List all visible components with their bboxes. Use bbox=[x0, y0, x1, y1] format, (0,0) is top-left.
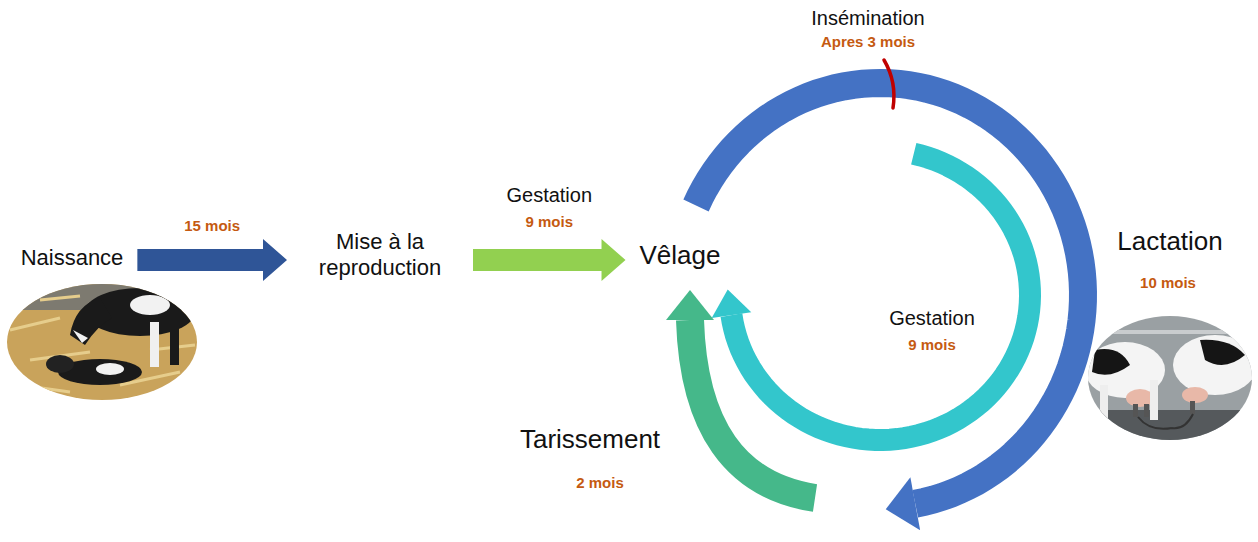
insemination-tick bbox=[884, 60, 894, 108]
dry-period-arc bbox=[690, 320, 815, 498]
stage-text: Naissance bbox=[21, 245, 124, 271]
calf-patch bbox=[96, 363, 124, 375]
cow-leg bbox=[150, 322, 159, 367]
cow-udder bbox=[1182, 387, 1208, 403]
edge-label: Gestation bbox=[506, 183, 592, 207]
gestation-arc bbox=[731, 154, 1030, 440]
cow-body bbox=[1173, 335, 1257, 395]
cow-udder bbox=[1126, 389, 1154, 407]
cow-leg bbox=[1150, 380, 1158, 420]
phase-label: Insémination bbox=[811, 6, 924, 30]
teat-cup bbox=[1133, 404, 1138, 417]
teat-cup bbox=[1144, 404, 1149, 417]
lactation-arc-head bbox=[886, 477, 920, 530]
cow-patch bbox=[1092, 349, 1130, 375]
gestation-arc-head bbox=[712, 289, 752, 318]
cow-patch bbox=[130, 295, 170, 315]
stage-text: Mise à la reproduction bbox=[301, 229, 459, 282]
milk-pipe bbox=[1085, 330, 1255, 334]
milking-photo bbox=[1085, 312, 1257, 445]
stage-node: Vêlage bbox=[634, 236, 727, 275]
calf-head bbox=[46, 355, 74, 373]
cow-face-stripe bbox=[73, 330, 88, 343]
duration-label: 10 mois bbox=[1140, 274, 1196, 292]
cow-head bbox=[70, 298, 112, 345]
duration-label: 2 mois bbox=[576, 474, 624, 492]
phase-label: Tarissement bbox=[520, 424, 660, 455]
stage-node: Mise à la reproduction bbox=[295, 225, 465, 286]
cow-leg bbox=[1100, 385, 1108, 420]
milk-tube bbox=[1138, 414, 1193, 429]
duration-label: 9 mois bbox=[908, 336, 956, 354]
teat-cup bbox=[1190, 401, 1195, 414]
lactation-arc bbox=[696, 83, 1083, 504]
duration-label: Apres 3 mois bbox=[821, 33, 915, 51]
phase-label: Lactation bbox=[1117, 226, 1223, 257]
stage-text: Vêlage bbox=[640, 240, 721, 271]
dry-period-arrowhead bbox=[666, 290, 714, 320]
phase-label: Gestation bbox=[889, 306, 975, 330]
straw-ground bbox=[0, 280, 210, 405]
parlour-floor bbox=[1085, 410, 1255, 445]
cow-patch bbox=[1200, 340, 1245, 365]
calving-photo bbox=[0, 280, 210, 405]
block-arrow bbox=[137, 239, 287, 281]
edge-label: 15 mois bbox=[184, 217, 240, 235]
cow-leg bbox=[170, 320, 179, 365]
duration-label: 9 mois bbox=[525, 213, 573, 231]
stage-node: Naissance bbox=[15, 241, 130, 275]
block-arrow bbox=[473, 239, 626, 281]
